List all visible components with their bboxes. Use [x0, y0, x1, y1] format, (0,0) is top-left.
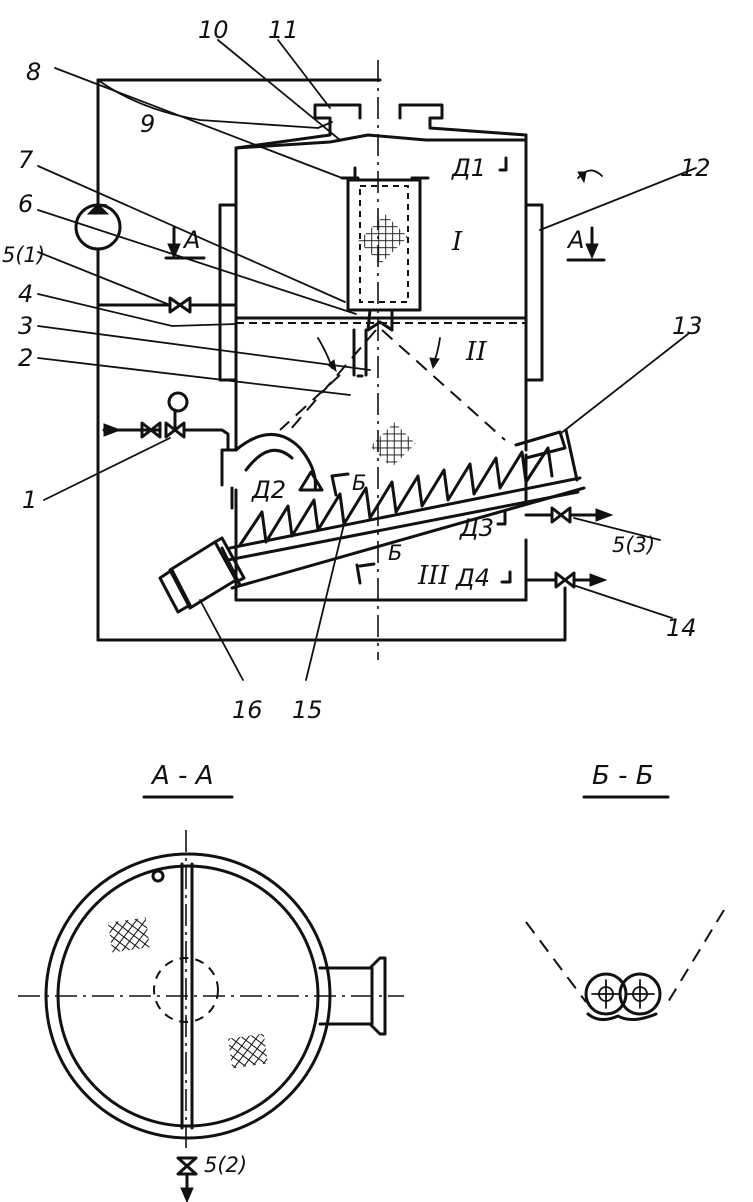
- label-16: 16: [232, 696, 263, 724]
- section-arrows-a: [164, 169, 606, 262]
- label-5-2: 5(2): [204, 1153, 247, 1177]
- label-6: 6: [18, 190, 33, 218]
- inlet-pipe: [230, 433, 324, 510]
- section-b-b: Б - Б: [525, 761, 725, 1021]
- section-line-b: [330, 472, 376, 585]
- zone-2: II: [465, 337, 487, 367]
- label-2: 2: [18, 344, 33, 372]
- label-9: 9: [140, 110, 155, 138]
- section-mark-b-upper: Б: [352, 471, 366, 495]
- zone-3: III: [417, 561, 450, 591]
- label-4: 4: [18, 280, 33, 308]
- label-14: 14: [666, 614, 697, 642]
- section-mark-labels: А А Б Б: [182, 226, 584, 565]
- leader-lines: [37, 39, 697, 681]
- section-mark-a-right: А: [566, 226, 584, 254]
- label-5-1: 5(1): [2, 243, 45, 267]
- label-12: 12: [680, 154, 711, 182]
- zone-labels: I II III: [417, 227, 487, 591]
- screw-conveyor: [158, 446, 586, 614]
- section-title-bb: Б - Б: [592, 761, 654, 791]
- sensor-d3: Д3: [459, 514, 494, 542]
- zone-1: I: [451, 227, 463, 257]
- label-8: 8: [26, 58, 41, 86]
- sensor-labels: Д1 Д2 Д3 Д4: [251, 154, 494, 592]
- label-3: 3: [18, 312, 33, 340]
- label-5-3: 5(3): [612, 533, 655, 557]
- section-title-aa: А - А: [150, 761, 213, 791]
- filter-cartridge: [340, 166, 430, 332]
- section-mark-b-lower: Б: [388, 541, 402, 565]
- sensor-d1: Д1: [451, 154, 486, 182]
- part-numbers: 8 10 11 9 7 6 5(1) 4 3 2 1 12 13 5(3) 14…: [2, 16, 711, 724]
- sensor-d2: Д2: [251, 476, 286, 504]
- label-11: 11: [268, 16, 299, 44]
- label-15: 15: [292, 696, 323, 724]
- external-piping: [54, 67, 614, 642]
- section-a-a: А - А 5(2): [18, 761, 404, 1202]
- label-1: 1: [22, 486, 37, 514]
- label-13: 13: [672, 312, 703, 340]
- sensor-d4: Д4: [455, 564, 490, 592]
- section-mark-a-left: А: [182, 226, 200, 254]
- label-7: 7: [18, 146, 34, 174]
- label-10: 10: [198, 16, 229, 44]
